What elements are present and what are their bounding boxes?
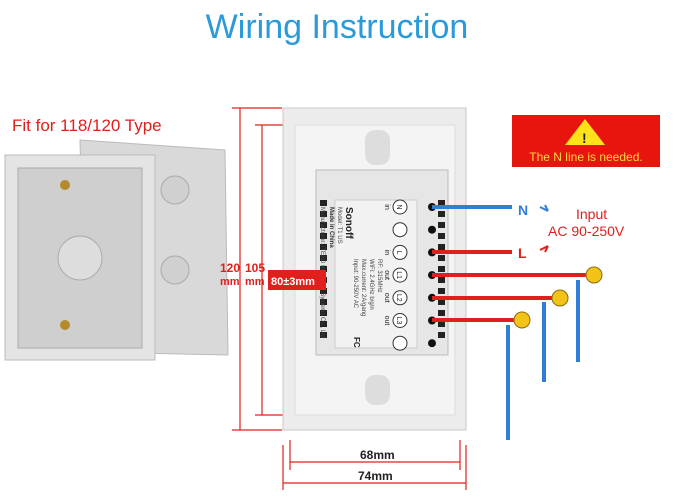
vent-slot [438,310,445,316]
vent-slot [320,211,327,217]
terminal-role: out [383,270,390,280]
made-in: Made in China [328,207,334,248]
terminal-screw [428,225,436,234]
vent-slot [438,233,445,239]
wires [432,205,590,440]
terminal-role: in [383,250,390,256]
terminal-symbol: L1 [395,271,402,279]
vent-slot [438,244,445,250]
input-label: Input [576,206,607,222]
terminal-circle [392,244,408,260]
vent-slot [320,288,327,294]
vent-slot [320,222,327,228]
svg-text:!: ! [582,130,587,146]
terminal-circle [392,222,408,238]
dim-74: 74mm [358,469,393,483]
spec: RF: 315MHz [376,259,382,293]
warning-icon [565,119,605,145]
page-title: Wiring Instruction [205,8,469,46]
vent-slot [320,310,327,316]
terminal-role: out [383,293,390,303]
vent-slot [320,321,327,327]
spec: WiFi: 2.4GHz b/g/n [368,259,374,310]
warning-text: The N line is needed. [529,150,642,164]
terminal-role: out [383,316,390,326]
dim-mm-2: mm [245,276,265,288]
fc-mark: FC [352,337,361,348]
input-voltage: AC 90-250V [548,223,625,239]
spec: Max.current: 2A/gang [360,259,366,316]
bulb-connectors [513,266,603,329]
model: Model: T1 US [336,207,342,244]
terminal-screw [428,339,436,348]
dim-120: 120 [220,261,240,275]
vent-slot [320,200,327,206]
dim-68: 68mm [360,448,395,462]
terminal-circle [392,290,408,306]
terminal-role: in [383,204,390,210]
vent-slot [438,332,445,338]
brand: Sonoff [343,207,354,239]
junction-box [4,139,229,361]
wire-l-label: L [518,245,527,261]
dim-105: 105 [245,261,265,275]
terminal-symbol: L2 [395,294,402,302]
terminal-symbol: L3 [395,317,402,325]
vent-slot [438,288,445,294]
terminal-symbol: N [395,204,402,209]
vent-slot [320,332,327,338]
dim-mm-1: mm [220,276,240,288]
vent-slot [320,255,327,261]
vent-slot [438,222,445,228]
vent-slot [438,321,445,327]
terminal-circle [392,267,408,283]
vent-slot [320,244,327,250]
vent-slot [438,266,445,272]
arrow-icon [539,245,549,253]
vent-slot [320,299,327,305]
wire-n-label: N [518,202,528,218]
terminal-symbol: L [395,250,402,254]
dim-80: 80±3mm [271,276,315,288]
vent-slot [438,211,445,217]
fit-label: Fit for 118/120 Type [12,116,162,135]
vent-slot [320,233,327,239]
vent-slot [438,299,445,305]
terminal-circle [392,313,408,328]
warning-banner: ! The N line is needed. [512,115,660,167]
spec: Input: 90-250V AC [352,259,358,309]
terminal-circle [392,199,408,215]
dim-80-badge: 80±3mm [268,270,326,290]
vent-slot [438,277,445,283]
terminal-circle [392,335,408,351]
vent-slot [320,266,327,272]
arrow-icon [539,204,549,212]
vent-slot [438,255,445,261]
vent-slot [438,200,445,206]
